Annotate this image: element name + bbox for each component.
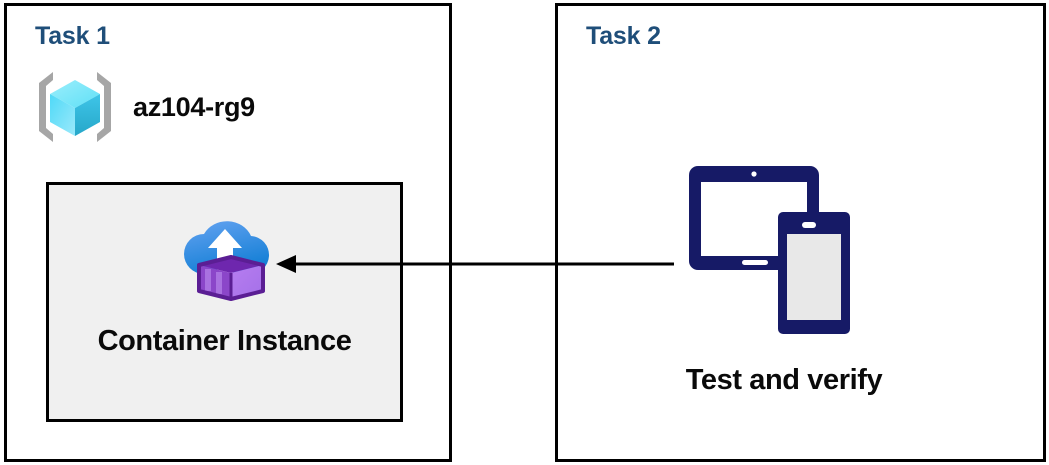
devices-tablet-phone-icon [686, 160, 882, 338]
resource-group-row: az104-rg9 [35, 66, 255, 148]
resource-group-label: az104-rg9 [133, 91, 255, 122]
test-and-verify-group: Test and verify [664, 160, 904, 397]
panel-task1: Task 1 [4, 3, 452, 462]
test-and-verify-label: Test and verify [685, 364, 883, 396]
resource-group-icon [35, 66, 115, 148]
container-instance-label: Container Instance [97, 325, 352, 357]
panel-task2-title: Task 2 [586, 22, 661, 50]
resource-box-container-instance: Container Instance [46, 182, 403, 422]
panel-task1-title: Task 1 [35, 22, 110, 50]
container-instance-icon [173, 185, 277, 303]
